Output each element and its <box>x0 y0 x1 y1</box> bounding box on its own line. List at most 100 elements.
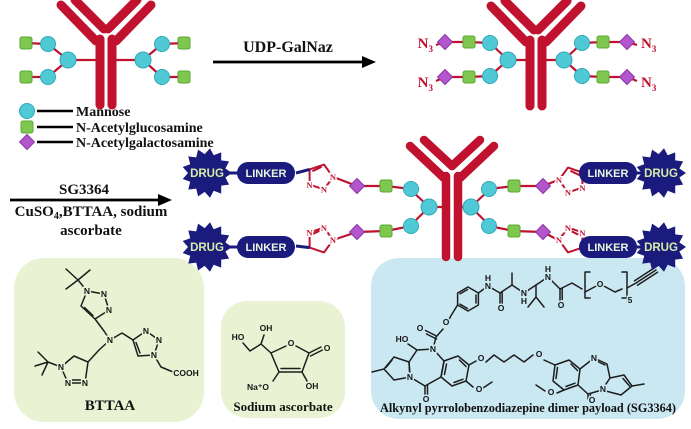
mannose-node <box>482 68 498 84</box>
legend-label: N-Acetylgalactosamine <box>76 136 214 151</box>
atom-label: N <box>565 223 572 233</box>
galnac-node <box>618 68 636 86</box>
glcnac-node <box>596 35 610 49</box>
glcnac-node <box>177 70 191 84</box>
mannose-node <box>574 35 590 51</box>
sg3364-structure <box>371 267 659 400</box>
glcnac-node <box>507 224 521 238</box>
mannose-node <box>403 181 419 197</box>
glcnac-node <box>177 36 191 50</box>
atom-label: O <box>417 323 424 333</box>
atom-label: O <box>498 303 505 313</box>
atom-label: N <box>579 183 586 193</box>
atom-label: N <box>556 235 563 245</box>
atom-label: N <box>330 235 337 245</box>
azide-antibody-group: N3 N3 N3 N3 <box>418 1 657 106</box>
linker-label: LINKER <box>246 168 287 180</box>
azide-label: N3 <box>418 36 434 54</box>
mannose-icon <box>19 103 35 119</box>
atom-label: O <box>597 279 604 289</box>
atom-label: N <box>600 384 606 394</box>
atom-label: HO <box>396 334 409 344</box>
mannose-node <box>574 68 590 84</box>
drug-label: DRUG <box>190 242 224 254</box>
glcnac-node <box>19 36 33 50</box>
mannose-node <box>59 51 77 69</box>
mannose-node <box>462 198 480 216</box>
mannose-node <box>154 36 170 52</box>
atom-label: O <box>548 387 555 397</box>
mannose-node <box>420 198 438 216</box>
atom-label: O <box>589 395 596 405</box>
mannose-node <box>481 218 497 234</box>
glcnac-node <box>19 70 33 84</box>
galnac-node <box>436 68 454 86</box>
mannose-node <box>555 51 573 69</box>
drug-label: DRUG <box>190 168 224 180</box>
linker-pill: LINKER <box>237 236 295 258</box>
reaction1-label: UDP-GalNaz <box>243 39 333 56</box>
linker-label: LINKER <box>588 168 629 180</box>
bttaa-structure <box>34 268 174 384</box>
linker-pill-bg <box>237 236 295 258</box>
mannose-node <box>403 218 419 234</box>
galnac-node <box>348 177 366 195</box>
atom-label: N <box>407 372 413 382</box>
linker-pill-bg <box>579 162 637 184</box>
mannose-node <box>154 69 170 85</box>
drug-badge: DRUG <box>636 222 686 272</box>
atom-label: N <box>65 378 71 388</box>
ascorbate-structure <box>242 334 324 382</box>
glcnac-node <box>596 70 610 84</box>
atom-label: N <box>579 228 586 238</box>
atom-label: O <box>558 300 565 310</box>
native-antibody-group <box>19 0 191 105</box>
atom-label: N <box>556 175 563 185</box>
atom-label: N <box>156 335 162 345</box>
atom-label: N <box>565 188 572 198</box>
reaction1-group: UDP-GalNaz <box>213 39 376 68</box>
linker-pill-bg <box>237 162 295 184</box>
drug-starburst <box>182 148 232 198</box>
atom-label: N <box>84 286 90 296</box>
atom-label: O <box>324 343 331 353</box>
atom-label: N <box>107 335 113 345</box>
atom-label: O <box>423 394 430 404</box>
atom-label: O <box>443 317 450 327</box>
legend-label: N-Acetylglucosamine <box>76 121 203 136</box>
antibody-icon <box>61 0 151 105</box>
atom-label: N <box>330 172 337 182</box>
drug-badge: DRUG <box>182 222 232 272</box>
bttaa-caption: BTTAA <box>85 398 136 414</box>
glycan-legend: Mannose N-Acetylglucosamine N-Acetylgala… <box>18 103 214 151</box>
atom-label: O <box>478 353 485 363</box>
atom-label: N <box>591 353 597 363</box>
drug-starburst <box>636 222 686 272</box>
atom-label: N <box>521 288 527 298</box>
linker-pill: LINKER <box>579 236 637 258</box>
reaction2-reagent: SG3364 <box>59 182 110 198</box>
atom-label: N <box>306 180 313 190</box>
legend-item-mannose: Mannose <box>19 103 130 120</box>
drug-label: DRUG <box>644 168 678 180</box>
drug-label: DRUG <box>644 242 678 254</box>
atom-label: Na⁺O <box>247 382 269 392</box>
ascorbate-panel-bg <box>221 301 345 418</box>
galnac-node <box>618 33 636 51</box>
atom-label: O <box>476 384 483 394</box>
atom-label: N <box>58 362 64 372</box>
glcnac-node <box>379 224 393 238</box>
atom-label: N <box>82 378 88 388</box>
glcnac-node <box>462 35 476 49</box>
atom-label: N <box>485 281 491 291</box>
drug-starburst <box>636 148 686 198</box>
reaction2-arrowhead <box>158 194 172 206</box>
atom-label: OH <box>306 381 319 391</box>
